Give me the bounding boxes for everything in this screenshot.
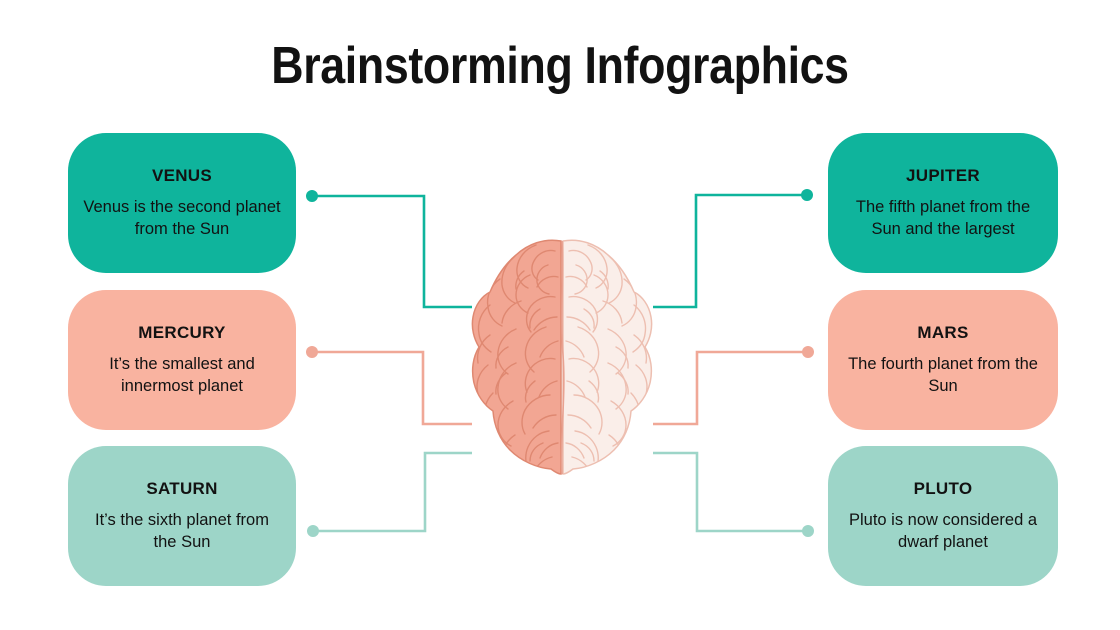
card-title-venus: VENUS: [151, 166, 213, 186]
card-description-mars: The fourth planet from the Sun: [848, 355, 1038, 396]
card-jupiter[interactable]: JUPITER The fifth planet from the Sun an…: [828, 133, 1058, 273]
card-description-venus: Venus is the second planet from the Sun: [83, 198, 281, 239]
brain-illustration: [448, 235, 676, 480]
card-venus[interactable]: VENUS Venus is the second planet from th…: [68, 133, 296, 273]
card-description-pluto: Pluto is now considered a dwarf planet: [848, 511, 1038, 552]
card-mercury[interactable]: MERCURY It’s the smallest and innermost …: [68, 290, 296, 430]
card-title-jupiter: JUPITER: [906, 166, 980, 186]
card-title-saturn: SATURN: [146, 479, 218, 499]
card-pluto[interactable]: PLUTO Pluto is now considered a dwarf pl…: [828, 446, 1058, 586]
venus-connector-dot: [306, 190, 318, 202]
card-description-saturn: It’s the sixth planet from the Sun: [95, 511, 269, 552]
jupiter-connector-dot: [801, 189, 813, 201]
card-title-mars: MARS: [917, 323, 969, 343]
card-description-jupiter: The fifth planet from the Sun and the la…: [855, 198, 1031, 239]
mars-connector-line: [653, 350, 808, 426]
brain-left-hemisphere: [471, 239, 562, 475]
card-title-mercury: MERCURY: [138, 323, 226, 343]
saturn-connector-dot: [307, 525, 319, 537]
pluto-connector-dot: [802, 525, 814, 537]
card-description-mercury: It’s the smallest and innermost planet: [109, 355, 255, 396]
mercury-connector-dot: [306, 346, 318, 358]
card-title-pluto: PLUTO: [913, 479, 973, 499]
mars-connector-dot: [802, 346, 814, 358]
jupiter-connector-line: [653, 193, 807, 309]
card-mars[interactable]: MARS The fourth planet from the Sun: [828, 290, 1058, 430]
brain-central-fissure: [560, 240, 565, 475]
brain-right-hemisphere: [562, 239, 653, 475]
pluto-connector-line: [653, 451, 808, 533]
card-saturn[interactable]: SATURN It’s the sixth planet from the Su…: [68, 446, 296, 586]
page-title: Brainstorming Infographics: [271, 37, 849, 95]
